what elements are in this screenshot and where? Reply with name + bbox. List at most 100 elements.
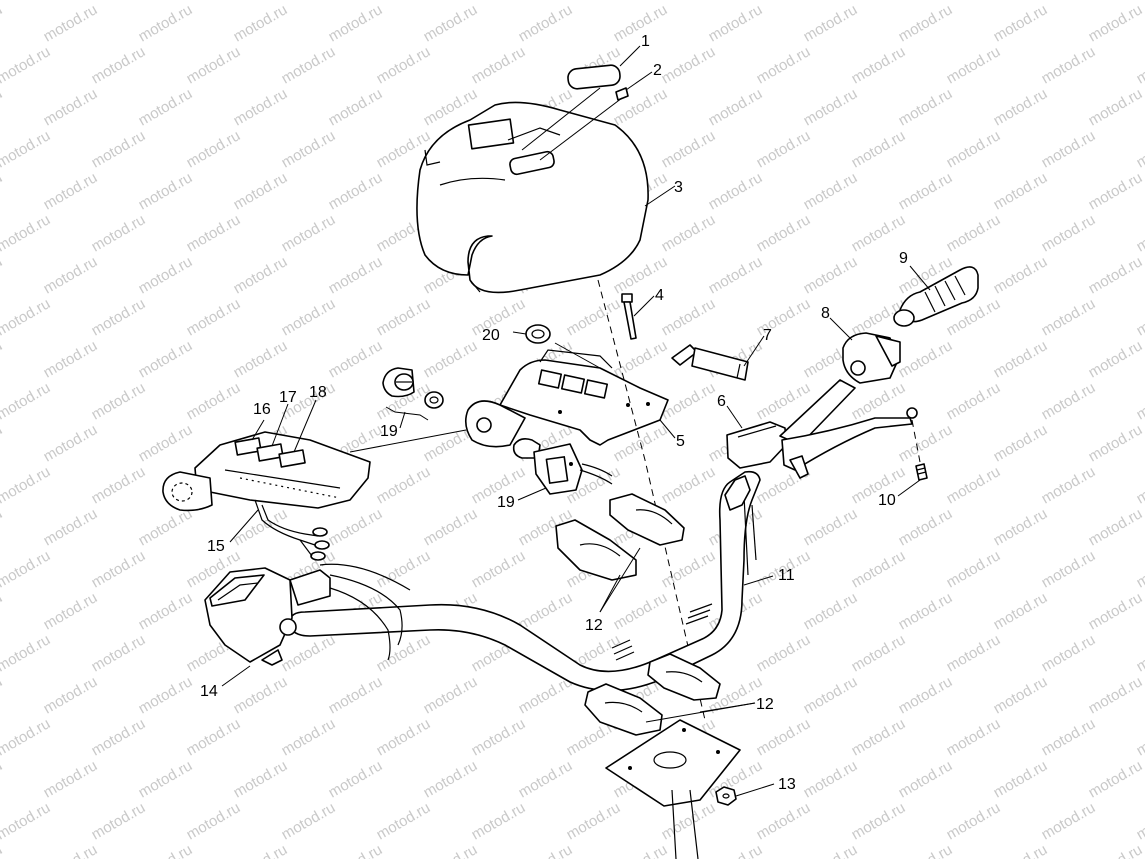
watermark-text: motod.ru: [1086, 757, 1145, 801]
upper-clamp-a: [555, 519, 637, 581]
watermark-text: motod.ru: [944, 127, 1004, 171]
watermark-text: motod.ru: [1086, 589, 1145, 633]
watermark-text: motod.ru: [849, 715, 909, 759]
watermark-text: motod.ru: [279, 715, 339, 759]
watermark-text: motod.ru: [469, 0, 529, 3]
watermark-text: motod.ru: [1039, 43, 1099, 87]
watermark-text: motod.ru: [0, 0, 53, 3]
watermark-text: motod.ru: [326, 673, 386, 717]
watermark-text: motod.ru: [754, 631, 814, 675]
watermark-text: motod.ru: [896, 757, 956, 801]
watermark-text: motod.ru: [896, 421, 956, 465]
watermark-text: motod.ru: [89, 295, 149, 339]
watermark-text: motod.ru: [1134, 547, 1145, 591]
watermark-text: motod.ru: [326, 253, 386, 297]
watermark-text: motod.ru: [136, 841, 196, 859]
watermark-text: motod.ru: [89, 127, 149, 171]
watermark-text: motod.ru: [0, 211, 53, 255]
watermark-text: motod.ru: [136, 757, 196, 801]
watermark-text: motod.ru: [0, 841, 5, 859]
callout-3: 3: [674, 179, 683, 196]
watermark-text: motod.ru: [0, 715, 53, 759]
watermark-text: motod.ru: [896, 337, 956, 381]
watermark-text: motod.ru: [89, 631, 149, 675]
watermark-text: motod.ru: [1039, 0, 1099, 3]
upper-clamp-b: [609, 493, 685, 546]
callout-12b: 12: [756, 696, 774, 713]
watermark-text: motod.ru: [184, 379, 244, 423]
bolt-part-4: [621, 293, 637, 340]
callout-15: 15: [207, 538, 225, 555]
watermark-text: motod.ru: [801, 253, 861, 297]
watermark-text: motod.ru: [659, 547, 719, 591]
watermark-text: motod.ru: [1086, 253, 1145, 297]
watermark-text: motod.ru: [136, 85, 196, 129]
watermark-text: motod.ru: [374, 715, 434, 759]
watermark-text: motod.ru: [0, 169, 5, 213]
callout-13: 13: [778, 776, 796, 793]
watermark-text: motod.ru: [41, 505, 101, 549]
watermark-text: motod.ru: [1039, 295, 1099, 339]
watermark-text: motod.ru: [279, 295, 339, 339]
watermark-text: motod.ru: [944, 715, 1004, 759]
watermark-text: motod.ru: [1134, 799, 1145, 843]
watermark-text: motod.ru: [469, 547, 529, 591]
watermark-text: motod.ru: [1039, 211, 1099, 255]
watermark-text: motod.ru: [801, 505, 861, 549]
watermark-text: motod.ru: [279, 631, 339, 675]
watermark-text: motod.ru: [991, 421, 1051, 465]
watermark-text: motod.ru: [849, 127, 909, 171]
watermark-text: motod.ru: [136, 589, 196, 633]
watermark-text: motod.ru: [849, 0, 909, 3]
watermark-text: motod.ru: [516, 1, 576, 45]
watermark-text: motod.ru: [421, 757, 481, 801]
watermark-text: motod.ru: [706, 1, 766, 45]
watermark-text: motod.ru: [896, 169, 956, 213]
watermark-text: motod.ru: [41, 85, 101, 129]
watermark-text: motod.ru: [0, 799, 53, 843]
watermark-text: motod.ru: [801, 589, 861, 633]
watermark-text: motod.ru: [0, 757, 5, 801]
wire-harness: [254, 499, 330, 561]
watermark-text: motod.ru: [754, 43, 814, 87]
watermark-text: motod.ru: [326, 841, 386, 859]
watermark-text: motod.ru: [89, 799, 149, 843]
watermark-text: motod.ru: [279, 127, 339, 171]
watermark-text: motod.ru: [849, 379, 909, 423]
watermark-text: motod.ru: [1134, 379, 1145, 423]
watermark-text: motod.ru: [231, 841, 291, 859]
watermark-text: motod.ru: [89, 211, 149, 255]
watermark-text: motod.ru: [944, 547, 1004, 591]
watermark-text: motod.ru: [41, 169, 101, 213]
watermark-text: motod.ru: [279, 211, 339, 255]
watermark-text: motod.ru: [944, 379, 1004, 423]
watermark-text: motod.ru: [516, 841, 576, 859]
watermark-text: motod.ru: [991, 841, 1051, 859]
watermark-text: motod.ru: [374, 631, 434, 675]
watermark-text: motod.ru: [944, 631, 1004, 675]
watermark-text: motod.ru: [184, 43, 244, 87]
watermark-text: motod.ru: [1086, 421, 1145, 465]
watermark-text: motod.ru: [421, 673, 481, 717]
watermark-text: motod.ru: [0, 463, 53, 507]
watermark-text: motod.ru: [374, 463, 434, 507]
watermark-text: motod.ru: [41, 337, 101, 381]
watermark-text: motod.ru: [41, 421, 101, 465]
watermark-text: motod.ru: [564, 799, 624, 843]
watermark-text: motod.ru: [849, 211, 909, 255]
watermark-text: motod.ru: [991, 757, 1051, 801]
nut-part-13: [715, 786, 737, 806]
handlebar-cover: [416, 101, 649, 294]
watermark-text: motod.ru: [801, 757, 861, 801]
watermark-text: motod.ru: [896, 589, 956, 633]
watermark-text: motod.ru: [89, 463, 149, 507]
watermark-text: motod.ru: [231, 757, 291, 801]
callout-18: 18: [309, 384, 327, 401]
watermark-text: motod.ru: [279, 0, 339, 3]
mount-plate: [605, 719, 741, 859]
watermark-text: motod.ru: [0, 295, 53, 339]
watermark-text: motod.ru: [754, 127, 814, 171]
watermark-text: motod.ru: [184, 715, 244, 759]
nut-part-20: [525, 324, 551, 344]
callout-10: 10: [878, 492, 896, 509]
